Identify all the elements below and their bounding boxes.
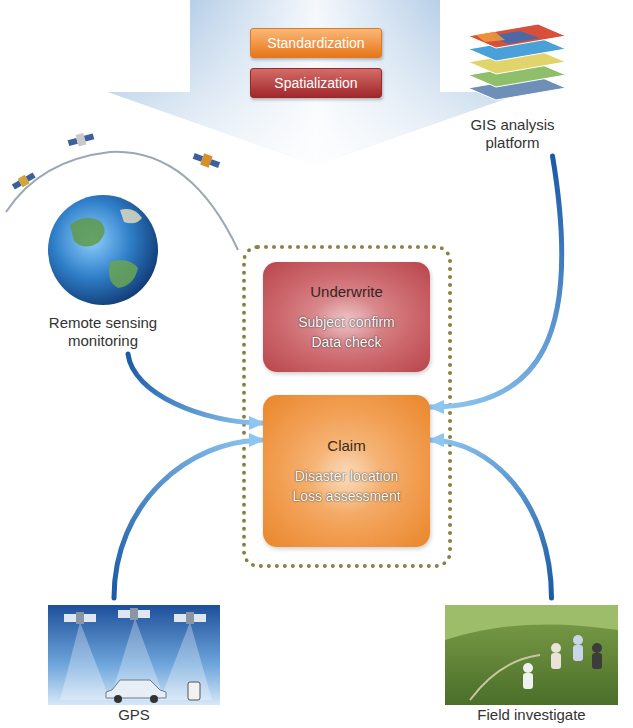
node-title: GIS analysis platform [454,116,571,152]
field-photo [445,605,618,705]
node-text: Loss assessment [292,486,400,506]
source-picture: Field investigate [442,600,621,726]
source-picture: GPS [45,600,223,726]
curved-arrow [128,354,263,423]
gis-layers [468,24,566,100]
node-title: Field investigate [477,706,585,724]
top-chevron [108,0,525,165]
node-text: Subject confirm [298,312,394,332]
curved-arrow [430,156,562,407]
gps-picture [48,605,220,705]
node-text: Data check [311,332,381,352]
stage-box: UnderwriteSubject confirmData check [263,262,430,372]
node-text: Disaster location [295,466,399,486]
curved-arrow [430,440,552,598]
node-title: Standardization [267,35,364,51]
earth-satellites [6,131,238,305]
node-title: Spatialization [274,75,357,91]
curved-arrow [114,440,263,598]
process-box: Standardization [250,28,382,58]
node-title: Remote sensing monitoring [32,314,174,350]
node-title: GPS [118,706,150,724]
source-label: GIS analysis platform [450,114,575,154]
process-box: Spatialization [250,68,382,98]
stage-box: ClaimDisaster locationLoss assessment [263,395,430,547]
node-title: Claim [327,437,365,454]
node-title: Underwrite [310,283,383,300]
source-label: Remote sensing monitoring [28,312,178,352]
